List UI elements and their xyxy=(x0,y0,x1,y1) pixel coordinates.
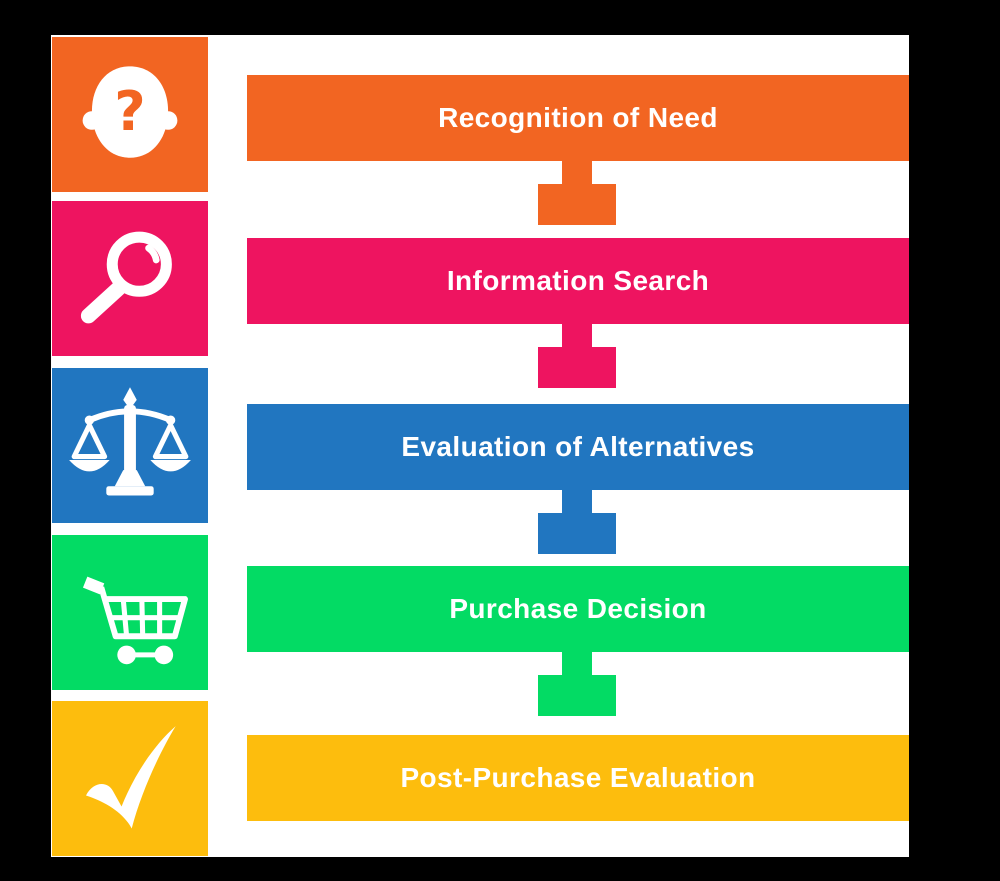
step-label: Evaluation of Alternatives xyxy=(401,431,755,462)
connector-stem xyxy=(562,652,592,675)
balance-scale-icon xyxy=(69,386,191,495)
connector-block xyxy=(538,347,616,388)
step-icon-tile-purchase xyxy=(52,535,208,690)
connector-stem xyxy=(562,161,592,184)
connector-block xyxy=(538,184,616,225)
step-label: Post-Purchase Evaluation xyxy=(400,762,756,793)
connector-stem xyxy=(562,324,592,347)
step-icon-tile-postpurchase xyxy=(52,701,208,856)
head-question-icon: ? xyxy=(82,65,178,158)
connector-stem xyxy=(562,490,592,513)
step-label: Information Search xyxy=(446,265,710,296)
step-bar-purchase: Purchase Decision xyxy=(247,566,909,652)
svg-text:?: ? xyxy=(114,79,145,142)
step-icon-tile-evaluation xyxy=(52,368,208,523)
shopping-cart-icon xyxy=(82,576,188,664)
step-bar-recognition: Recognition of Need xyxy=(247,75,909,161)
step-bar-postpurchase: Post-Purchase Evaluation xyxy=(247,735,909,821)
step-label: Recognition of Need xyxy=(438,102,718,133)
checkmark-icon xyxy=(86,725,176,828)
step-bar-search: Information Search xyxy=(247,238,909,324)
connector-block xyxy=(538,513,616,554)
step-icon-tile-search xyxy=(52,201,208,356)
step-icon-tile-recognition: ? xyxy=(52,37,208,192)
magnifying-glass-icon xyxy=(80,231,172,323)
step-bar-evaluation: Evaluation of Alternatives xyxy=(247,404,909,490)
step-label: Purchase Decision xyxy=(449,593,707,624)
connector-block xyxy=(538,675,616,716)
